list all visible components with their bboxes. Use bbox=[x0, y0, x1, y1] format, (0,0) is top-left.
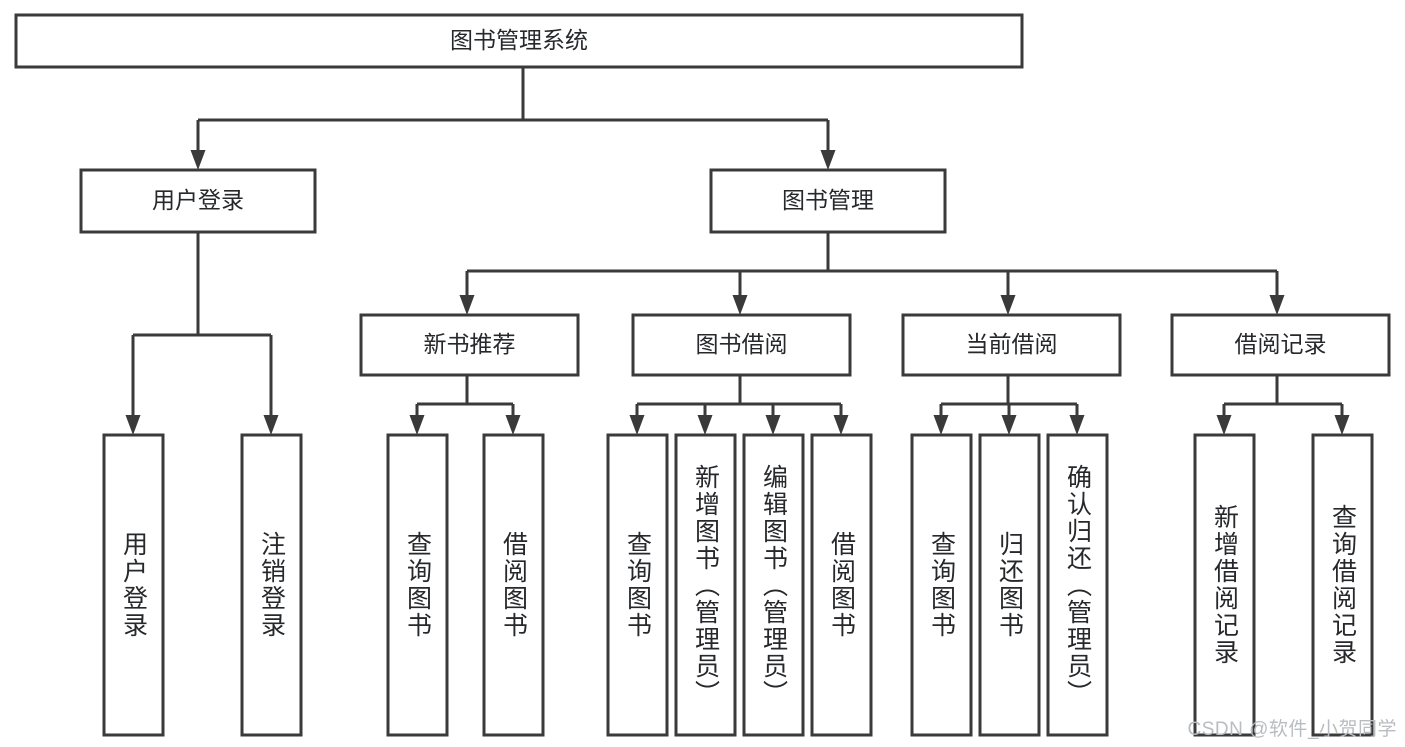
arrow-head-1 bbox=[732, 295, 748, 315]
node-box-new-book-recommend[interactable] bbox=[359, 313, 580, 377]
arrow-head-0 bbox=[409, 415, 425, 435]
node-box-root[interactable] bbox=[14, 13, 1024, 69]
node-box-book-borrow[interactable] bbox=[631, 313, 852, 377]
node-box-leaf-add-book[interactable] bbox=[674, 433, 737, 737]
arrow-head-1 bbox=[820, 150, 836, 170]
arrow-head-0 bbox=[933, 415, 949, 435]
arrow-head-0 bbox=[459, 295, 475, 315]
node-box-leaf-borrow-book-2[interactable] bbox=[810, 433, 873, 737]
node-box-leaf-add-record[interactable] bbox=[1193, 433, 1256, 737]
node-label-book-borrow: 图书借阅 bbox=[696, 331, 788, 357]
arrow-head-1 bbox=[505, 415, 521, 435]
connector-current-borrow-to-leaves bbox=[933, 375, 1085, 435]
node-label-new-book-recommend: 新书推荐 bbox=[424, 331, 516, 357]
node-box-leaf-return-book[interactable] bbox=[978, 433, 1041, 737]
node-box-user-login[interactable] bbox=[79, 168, 317, 234]
node-box-layer bbox=[14, 13, 1391, 737]
connector-book-borrow-to-leaves bbox=[629, 375, 849, 435]
connector-layer bbox=[125, 67, 1350, 435]
node-box-leaf-borrow-book-1[interactable] bbox=[482, 433, 545, 737]
arrow-head-0 bbox=[190, 150, 206, 170]
arrow-head-0 bbox=[1216, 415, 1232, 435]
arrow-head-2 bbox=[765, 415, 781, 435]
connector-user-login-to-leaves bbox=[125, 232, 279, 435]
node-box-leaf-edit-book[interactable] bbox=[742, 433, 805, 737]
arrow-head-3 bbox=[833, 415, 849, 435]
arrow-head-1 bbox=[1334, 415, 1350, 435]
arrow-head-3 bbox=[1269, 295, 1285, 315]
arrow-head-2 bbox=[1069, 415, 1085, 435]
connector-book-manage-to-level3 bbox=[459, 232, 1285, 315]
node-box-leaf-confirm-return[interactable] bbox=[1046, 433, 1109, 737]
arrow-head-0 bbox=[629, 415, 645, 435]
node-box-leaf-query-book-2[interactable] bbox=[606, 433, 669, 737]
node-box-leaf-logout[interactable] bbox=[240, 433, 303, 737]
connector-new-book-to-leaves bbox=[409, 375, 521, 435]
arrow-head-0 bbox=[125, 415, 141, 435]
arrow-head-1 bbox=[697, 415, 713, 435]
node-box-borrow-record[interactable] bbox=[1170, 313, 1391, 377]
arrow-head-1 bbox=[263, 415, 279, 435]
node-label-borrow-record: 借阅记录 bbox=[1235, 331, 1327, 357]
node-label-current-borrow: 当前借阅 bbox=[966, 331, 1058, 357]
node-box-current-borrow[interactable] bbox=[901, 313, 1122, 377]
arrow-head-1 bbox=[1001, 415, 1017, 435]
node-label-root: 图书管理系统 bbox=[450, 27, 588, 53]
node-label-user-login: 用户登录 bbox=[152, 187, 244, 213]
node-box-leaf-user-login[interactable] bbox=[102, 433, 165, 737]
csdn-watermark: CSDN @软件_小贺同学 bbox=[1187, 719, 1397, 740]
arrow-head-2 bbox=[1000, 295, 1016, 315]
connector-borrow-record-to-leaves bbox=[1216, 375, 1350, 435]
node-box-leaf-query-record[interactable] bbox=[1311, 433, 1374, 737]
node-box-leaf-query-book-1[interactable] bbox=[386, 433, 449, 737]
node-box-book-manage[interactable] bbox=[709, 168, 947, 234]
node-label-book-manage: 图书管理 bbox=[782, 187, 874, 213]
connector-root-to-level2 bbox=[190, 67, 836, 170]
node-box-leaf-query-book-3[interactable] bbox=[910, 433, 973, 737]
